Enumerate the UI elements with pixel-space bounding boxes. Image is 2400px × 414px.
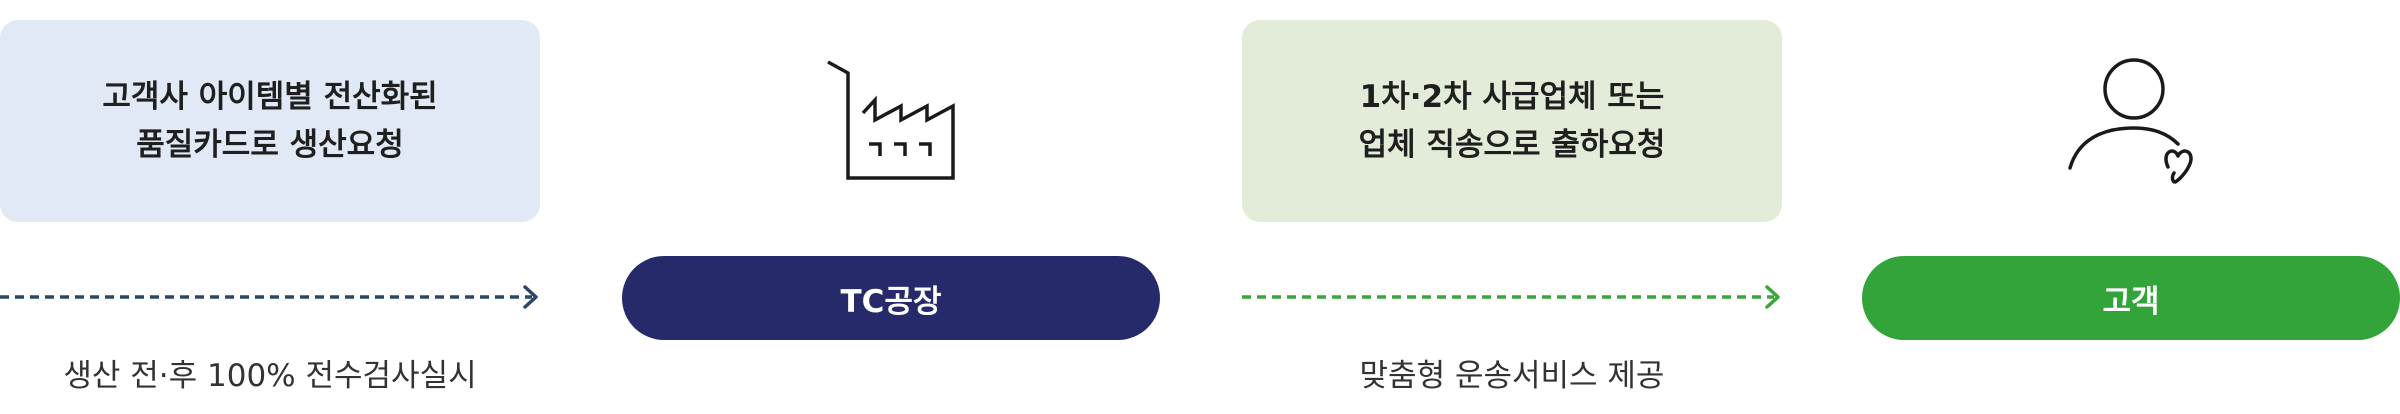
customer-button[interactable]: 고객: [1862, 256, 2400, 340]
factory-icon: [793, 40, 993, 200]
flow-arrow-2: [1242, 282, 1784, 312]
transport-caption: 맞춤형 운송서비스 제공: [1359, 358, 1665, 394]
inspection-caption: 생산 전·후 100% 전수검사실시: [63, 358, 477, 394]
shipping-card: 1차·2차 사급업체 또는 업체 직송으로 출하요청: [1242, 20, 1782, 222]
flow-arrow-1: [0, 282, 542, 312]
request-card: 고객사 아이템별 전산화된 품질카드로 생산요청: [0, 20, 540, 222]
shipping-card-line-2: 업체 직송으로 출하요청: [1358, 127, 1666, 163]
shipping-card-line-1: 1차·2차 사급업체 또는: [1359, 79, 1665, 115]
factory-button[interactable]: TC공장: [622, 256, 1160, 340]
person-heart-icon: [2022, 40, 2222, 200]
request-card-line-1: 고객사 아이템별 전산화된: [102, 79, 438, 115]
request-card-line-2: 품질카드로 생산요청: [136, 127, 404, 163]
